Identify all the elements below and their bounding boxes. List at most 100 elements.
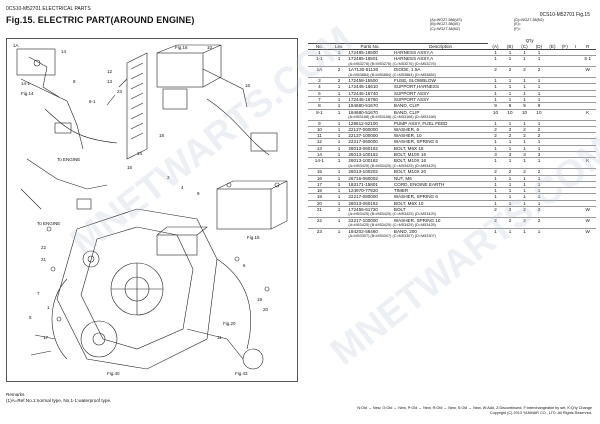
cell-i <box>571 227 580 235</box>
cell-part: 172455-61720 <box>347 206 393 213</box>
cell-d: 1 <box>531 83 547 91</box>
cell-c: 1 <box>517 55 532 62</box>
cell-r <box>579 144 596 152</box>
callout-5: 5 <box>29 315 32 320</box>
cell-lev: 1 <box>330 193 348 201</box>
cell-desc: DIODE, 1.5A <box>392 66 489 73</box>
cell-b: 1 <box>502 83 518 91</box>
cell-r <box>579 138 596 146</box>
cell-e <box>546 89 559 97</box>
cell-e <box>546 168 559 176</box>
cell-part: 26013-100162 <box>347 151 393 158</box>
cell-desc: BOLT, M6X 16 <box>392 144 489 152</box>
cell-d: 2 <box>531 66 547 73</box>
serial-range: (A=M53425) (B=M53425) (C=M53425) (D=M534… <box>348 223 436 228</box>
cell-lev: 1 <box>330 168 348 176</box>
cell-i <box>571 168 580 176</box>
cell-lev: 1 <box>330 174 348 182</box>
cell-e <box>546 102 559 110</box>
table-row-serial: (A=M53168) (B=M53168) (C=M53168) (D=M531… <box>308 115 596 120</box>
cell-no: 18 <box>308 187 331 194</box>
cell-b: 1 <box>502 96 518 103</box>
callout-15: 15 <box>127 165 133 170</box>
cell-desc: WASHER, 6 <box>392 125 489 133</box>
cell-a: 2 <box>488 206 503 213</box>
cell-no: 1 <box>308 49 331 56</box>
cell-f <box>558 96 572 103</box>
cell-no: 13 <box>308 144 331 152</box>
serial-range: (A=M53425) (B=M53425) (C=M53425) (D=M534… <box>348 163 436 168</box>
callout-14-1: 14-1 <box>21 81 31 86</box>
cell-i <box>571 151 580 158</box>
cell-a: 1 <box>488 55 503 62</box>
cell-e <box>546 49 559 56</box>
cell-e <box>546 66 559 73</box>
cell-b: 1 <box>502 227 518 235</box>
callout-18: 18 <box>159 133 165 138</box>
cell-no: 14 <box>308 151 331 158</box>
cell-part: 26716-060002 <box>347 174 393 182</box>
cell-e <box>546 199 559 207</box>
cell-part: 22217-100000 <box>347 216 393 224</box>
cell-a: 1 <box>488 138 503 146</box>
cell-lev: 1 <box>330 180 348 188</box>
cell-i <box>571 83 580 91</box>
cell-d: 2 <box>531 168 547 176</box>
callout-14: 14 <box>61 49 67 54</box>
cell-b: 1 <box>502 77 518 84</box>
cell-part: 194680-51670 <box>347 102 393 110</box>
callout-7: 7 <box>37 291 40 296</box>
cell-r: K <box>579 108 596 115</box>
cell-i <box>571 193 580 201</box>
cell-desc: HARNESS ASSY,A <box>392 55 489 62</box>
callout-9: 9 <box>197 191 200 196</box>
cell-f <box>558 206 572 213</box>
cell-a: 2 <box>488 168 503 176</box>
cell-part: 22217-060000 <box>347 138 393 146</box>
cell-desc: WASHER, SPRING 6 <box>392 138 489 146</box>
cell-r: W <box>579 216 596 224</box>
cell-desc: SUPPORT ASSY <box>392 96 489 103</box>
cell-f <box>558 102 572 110</box>
col-header-no: No. <box>308 43 331 51</box>
model-legend-right: (D)=WOZ7-58(N2) (E)= (F)= <box>514 18 544 31</box>
cell-desc: BAND, CLIP <box>392 108 489 115</box>
cell-part: 172458-15500 <box>347 77 393 84</box>
cell-part: 172485-16500 <box>347 49 393 56</box>
callout-21: 21 <box>41 257 47 262</box>
cell-d: 1 <box>531 96 547 103</box>
cell-part: 172445-16760 <box>347 96 393 103</box>
cell-desc: NUT, M6 <box>392 174 489 182</box>
cell-e <box>546 119 559 127</box>
cell-part: 194680-51670 <box>347 108 393 115</box>
cell-i <box>571 96 580 103</box>
cell-c: 1 <box>517 199 532 207</box>
serial-range: (A=M53307) (B=M53307) (C=M53307) (D=M533… <box>348 234 436 239</box>
fig-16-inset-box <box>16 48 56 76</box>
cell-i <box>571 216 580 224</box>
cell-e <box>546 132 559 139</box>
cell-desc: BAND, 200 <box>392 227 489 235</box>
callout-12: 12 <box>107 69 113 74</box>
fig-ref-to-engine-b: To ENGINE <box>37 221 60 226</box>
cell-a: 2 <box>488 125 503 133</box>
cell-r <box>579 132 596 139</box>
fig-ref-40: Fig.40 <box>107 371 120 376</box>
cell-no: 3 <box>308 77 331 84</box>
model-legend-d: (D)=WOZ7-58(N2) <box>514 18 544 22</box>
callout-14b: 14 <box>137 151 143 156</box>
cell-no: 11 <box>308 132 331 139</box>
cell-i <box>571 55 580 62</box>
cell-c: 1 <box>517 89 532 97</box>
fig-ref-20: Fig.20 <box>223 321 236 326</box>
cell-c: 3 <box>517 151 532 158</box>
serial-range: (A=M53425) (B=M53425) (C=M53425) (D=M534… <box>348 212 436 217</box>
cell-i <box>571 66 580 73</box>
cell-d: 1 <box>531 138 547 146</box>
cell-f <box>558 180 572 188</box>
cell-no: 14-1 <box>308 157 331 164</box>
cell-r: S 1 <box>579 55 596 62</box>
cell-d: 1 <box>531 227 547 235</box>
